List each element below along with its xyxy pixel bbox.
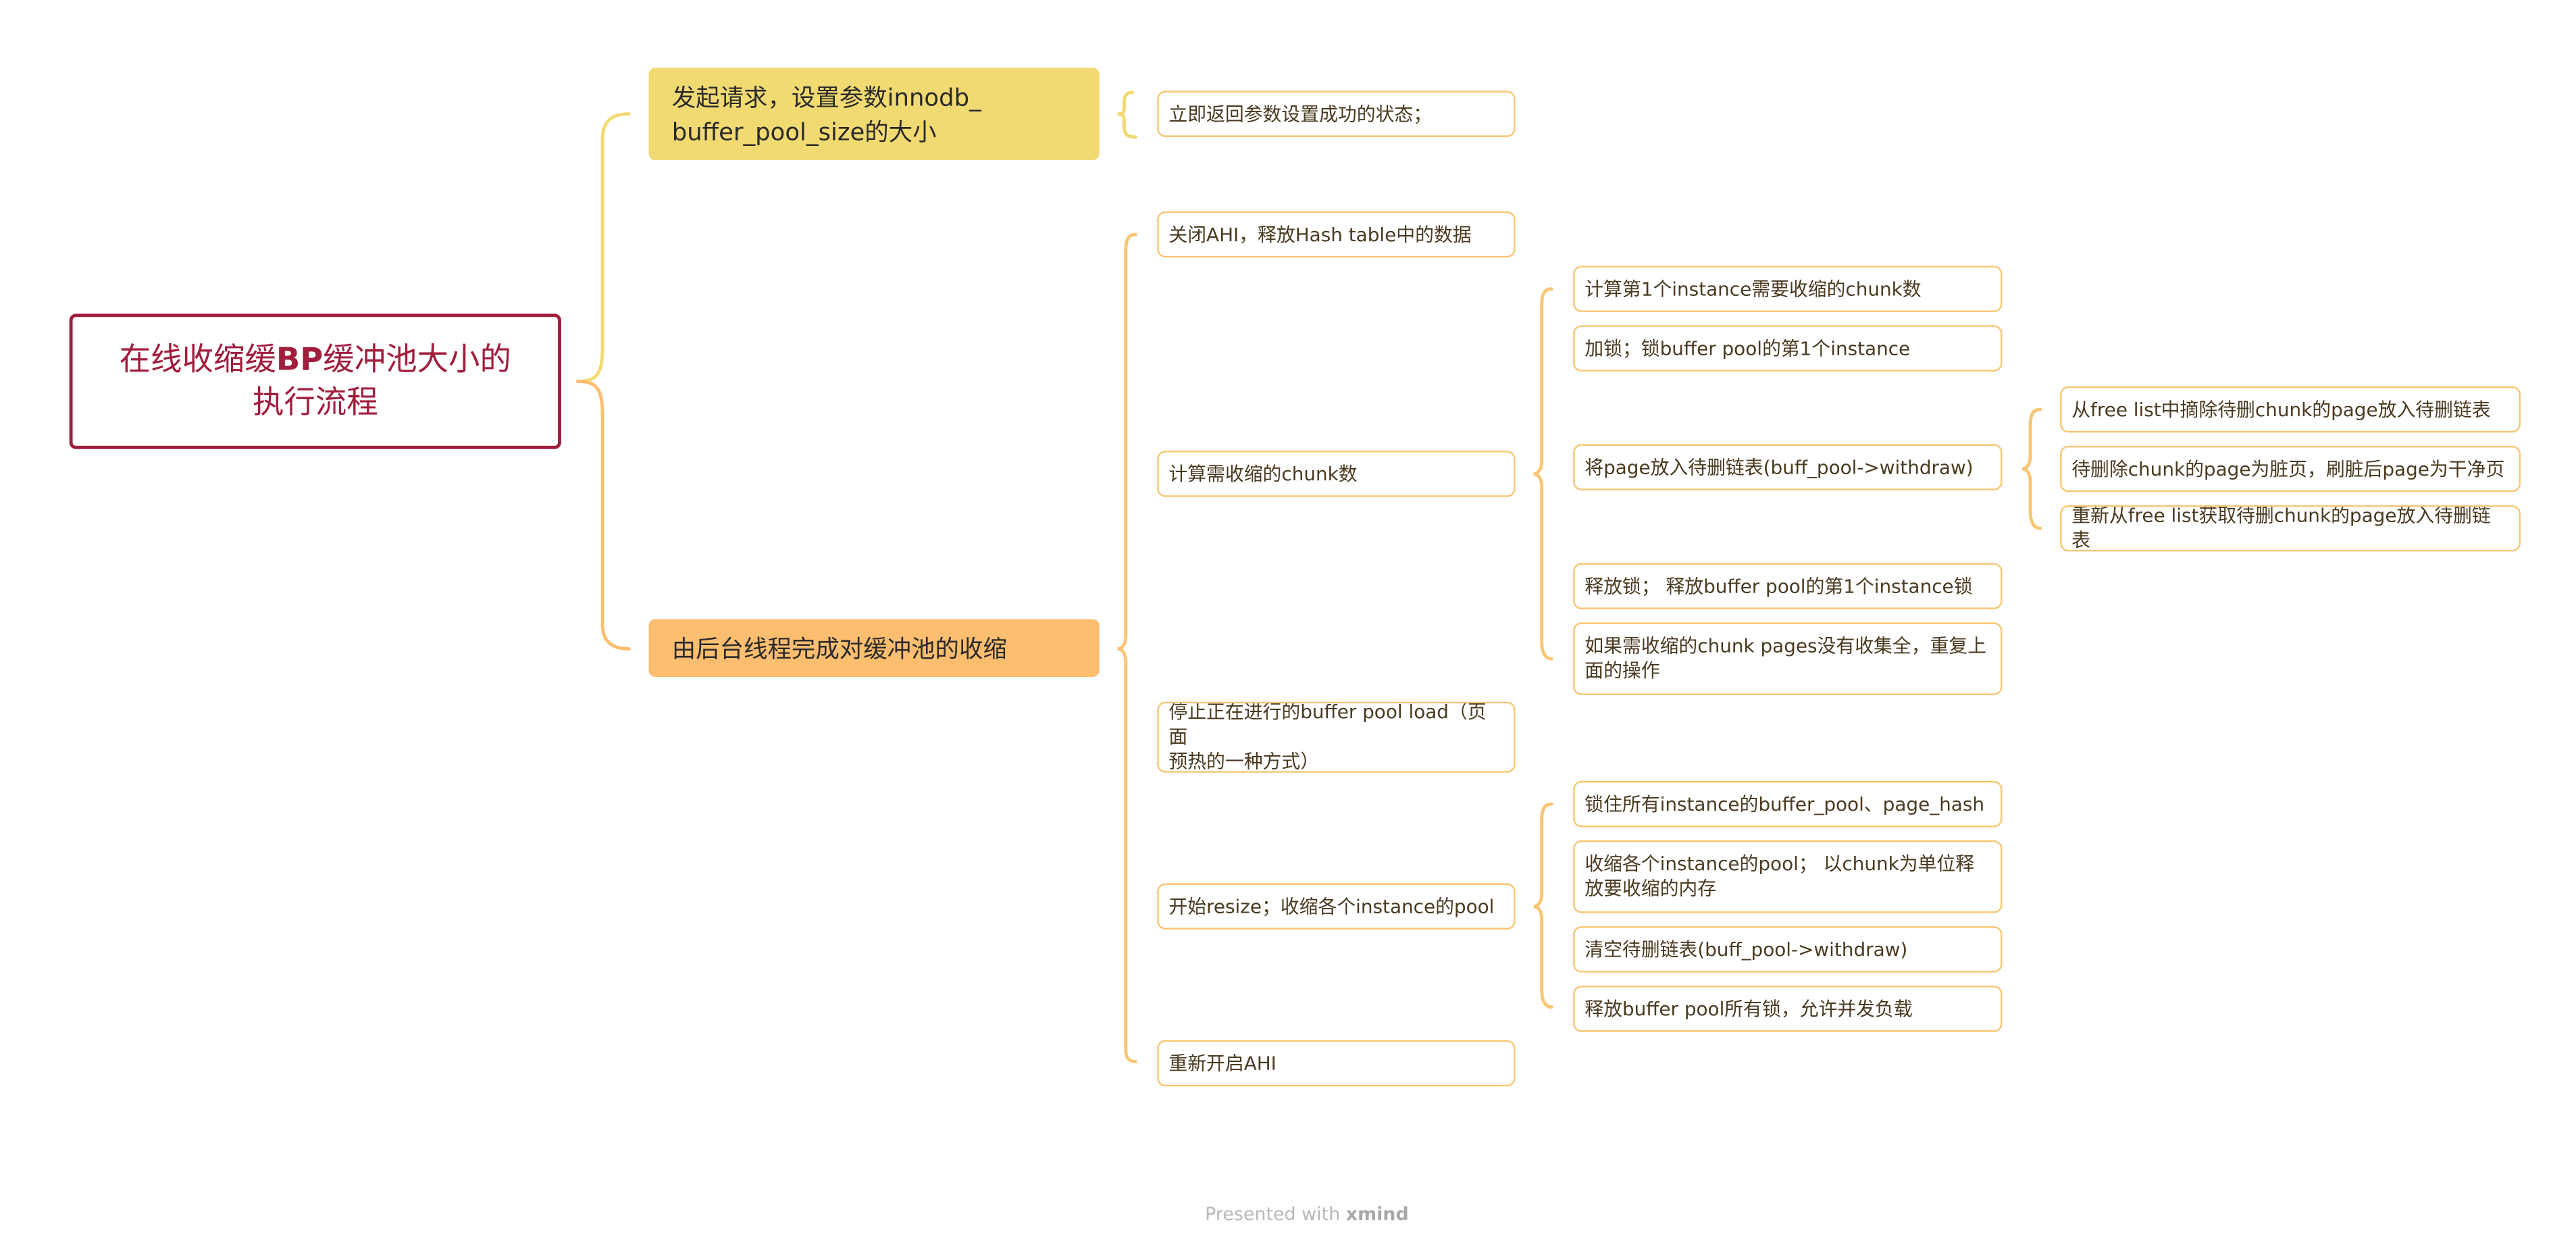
central-topic-text: 在线收缩缓BP缓冲池大小的 执行流程 [120,338,511,424]
footer-prefix: Presented with [1205,1203,1346,1225]
subtopic-label: 清空待删链表(buff_pool->withdraw) [1585,936,1908,961]
subtopic-label: 停止正在进行的buffer pool load（页面 预热的一种方式） [1168,701,1487,773]
central-topic-text-part: 缓冲池大小的 执行流程 [252,341,511,422]
subtopic-release-lock[interactable]: 释放锁； 释放buffer pool的第1个instance锁 [1573,563,2003,609]
subtopic-compute-first-instance[interactable]: 计算第1个instance需要收缩的chunk数 [1573,265,2003,312]
subtopic-refetch-free-list[interactable]: 重新从free list获取待删chunk的page放入待删链表 [2060,505,2521,552]
subtopic-compute-chunks[interactable]: 计算需收缩的chunk数 [1157,451,1516,497]
connector-branch-1-children [1117,91,1137,139]
subtopic-label: 锁住所有instance的buffer_pool、page_hash [1585,791,1984,815]
subtopic-label: 如果需收缩的chunk pages没有收集全，重复上 面的操作 [1585,634,1987,682]
subtopic-label: 将page放入待删链表(buff_pool->withdraw) [1585,455,1974,478]
subtopic-label: 加锁；锁buffer pool的第1个instance [1585,336,1911,359]
connector-root-branch-1 [575,112,631,384]
subtopic-stop-bp-load[interactable]: 停止正在进行的buffer pool load（页面 预热的一种方式） [1157,701,1516,773]
subtopic-release-all-locks[interactable]: 释放buffer pool所有锁，允许并发负载 [1573,986,2003,1032]
connector-root-branch-2 [575,380,631,651]
subtopic-label: 计算第1个instance需要收缩的chunk数 [1585,276,1922,300]
subtopic-label: 开始resize；收缩各个instance的pool [1168,894,1495,917]
subtopic-clear-withdraw[interactable]: 清空待删链表(buff_pool->withdraw) [1573,926,2003,973]
subtopic-label: 收缩各个instance的pool； 以chunk为单位释 放要收缩的内存 [1585,852,1975,900]
central-topic-text-part: 在线收缩缓 [119,341,276,378]
subtopic-lock-all-instances[interactable]: 锁住所有instance的buffer_pool、page_hash [1573,781,2003,828]
subtopic-label: 重新开启AHI [1168,1050,1277,1074]
connector-chunk-count-children [1533,287,1553,661]
connector-resize-children [1533,802,1553,1009]
subtopic-label: 重新从free list获取待删chunk的page放入待删链表 [2071,505,2491,552]
central-topic-text-bold: BP [276,341,324,378]
subtopic-remove-from-free-list[interactable]: 从free list中摘除待删chunk的page放入待删链表 [2060,386,2521,433]
subtopic-move-pages-withdraw[interactable]: 将page放入待删链表(buff_pool->withdraw) [1573,444,2003,490]
subtopic-label: 待删除chunk的page为脏页，刷脏后page为干净页 [2071,456,2505,480]
subtopic-return-status[interactable]: 立即返回参数设置成功的状态； [1157,91,1516,137]
subtopic-label: 从free list中摘除待删chunk的page放入待删链表 [2071,397,2491,420]
subtopic-close-ahi[interactable]: 关闭AHI，释放Hash table中的数据 [1157,211,1516,258]
subtopic-reopen-ahi[interactable]: 重新开启AHI [1157,1040,1516,1087]
subtopic-shrink-pools[interactable]: 收缩各个instance的pool； 以chunk为单位释 放要收缩的内存 [1573,840,2003,913]
main-topic-label: 由后台线程完成对缓冲池的收缩 [671,637,1007,664]
subtopic-repeat-if-incomplete[interactable]: 如果需收缩的chunk pages没有收集全，重复上 面的操作 [1573,622,2003,695]
subtopic-lock-first-instance[interactable]: 加锁；锁buffer pool的第1个instance [1573,325,2003,372]
xmind-brand: xmind [1345,1203,1409,1225]
subtopic-flush-dirty-pages[interactable]: 待删除chunk的page为脏页，刷脏后page为干净页 [2060,445,2521,492]
subtopic-label: 释放锁； 释放buffer pool的第1个instance锁 [1585,574,1973,597]
connector-branch-2-children [1117,232,1137,1063]
subtopic-label: 关闭AHI，释放Hash table中的数据 [1168,222,1472,245]
presented-with-footer: Presented with xmind [1205,1204,1409,1225]
subtopic-label: 释放buffer pool所有锁，允许并发负载 [1585,996,1913,1020]
main-topic-request[interactable]: 发起请求，设置参数innodb_ buffer_pool_size的大小 [648,68,1100,161]
connector-withdraw-children [2021,407,2042,530]
central-topic[interactable]: 在线收缩缓BP缓冲池大小的 执行流程 [69,313,561,449]
subtopic-label: 立即返回参数设置成功的状态； [1168,101,1433,125]
subtopic-label: 计算需收缩的chunk数 [1168,461,1358,485]
main-topic-label: 发起请求，设置参数innodb_ buffer_pool_size的大小 [671,86,981,147]
main-topic-background-shrink[interactable]: 由后台线程完成对缓冲池的收缩 [648,619,1100,678]
subtopic-start-resize[interactable]: 开始resize；收缩各个instance的pool [1157,883,1516,930]
